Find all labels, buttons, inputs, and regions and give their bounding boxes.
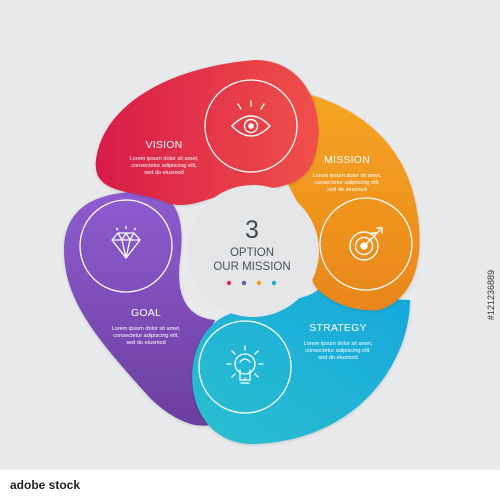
mission-desc-line-1: Lorem ipsum dolor sit amet, <box>312 173 381 179</box>
segment-strategy[interactable] <box>192 283 410 445</box>
goal-icon-ring <box>79 199 173 293</box>
vision-title: VISION <box>146 139 183 151</box>
diamond-icon <box>111 226 141 259</box>
segment-goal[interactable] <box>64 191 220 426</box>
goal-desc-line-1: Lorem ipsum dolor sit amet, <box>111 326 180 332</box>
goal-desc-line-2: consectetur adipiscing elit, <box>113 333 179 339</box>
target-icon <box>349 227 383 261</box>
strategy-desc-line-3: sed do eiusmod <box>318 355 358 361</box>
stock-brand: adobe stock <box>10 478 81 492</box>
center-dot-3 <box>256 280 262 286</box>
center-dot-2 <box>241 280 247 286</box>
vision-desc-line-2: consectetur adipiscing elit, <box>131 163 197 169</box>
center-line-1: OPTION <box>230 247 274 259</box>
goal-title: GOAL <box>131 307 161 319</box>
center-dot-1 <box>226 280 232 286</box>
eye-icon <box>231 100 271 137</box>
mission-desc-line-3: sed do eiusmod <box>327 187 367 193</box>
center-line-2: OUR MISSION <box>213 261 290 273</box>
mission-desc-line-2: consectetur adipiscing elit, <box>314 180 380 186</box>
segment-vision[interactable] <box>95 60 319 206</box>
strategy-desc-line-1: Lorem ipsum dolor sit amet, <box>303 341 372 347</box>
center-number: 3 <box>245 216 259 244</box>
mission-icon-ring <box>319 197 413 291</box>
stock-footer <box>0 470 500 500</box>
vision-desc-line-1: Lorem ipsum dolor sit amet, <box>129 156 198 162</box>
stock-image-id: #121236889 <box>486 270 496 321</box>
center-dots <box>226 280 277 286</box>
strategy-icon-ring <box>198 320 292 414</box>
center-dot-4 <box>271 280 277 286</box>
vision-desc-line-3: sed do eiusmod <box>144 170 184 176</box>
vision-icon-ring <box>204 79 298 173</box>
strategy-title: STRATEGY <box>309 322 366 334</box>
strategy-desc-line-2: consectetur adipiscing elit, <box>305 348 371 354</box>
gear-bulb-icon <box>226 345 264 384</box>
goal-desc-line-3: sed do eiusmod <box>126 340 166 346</box>
mission-title: MISSION <box>324 154 370 166</box>
center-hub <box>187 185 319 317</box>
